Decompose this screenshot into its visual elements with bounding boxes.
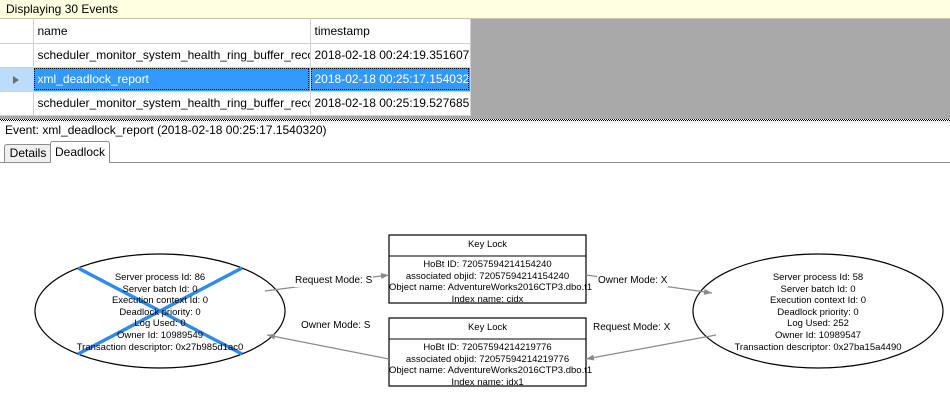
row-timestamp-cell[interactable]: 2018-02-18 00:25:19.5276859 bbox=[310, 91, 471, 116]
event-detail-title: Event: xml_deadlock_report (2018-02-18 0… bbox=[5, 123, 327, 137]
table-row[interactable]: scheduler_monitor_system_health_ring_buf… bbox=[0, 43, 471, 68]
deadlock-graph-canvas[interactable]: Server process Id: 86 Server batch Id: 0… bbox=[0, 162, 950, 400]
resource-node-keylock-cidx bbox=[388, 234, 587, 304]
status-banner: Displaying 30 Events bbox=[0, 0, 950, 19]
edge-label-owner-s: Owner Mode: S bbox=[300, 320, 372, 332]
status-banner-text: Displaying 30 Events bbox=[6, 2, 119, 16]
deadlock-diagram bbox=[34, 234, 944, 387]
resource-node-keylock-idx1 bbox=[388, 317, 587, 387]
edge-label-request-x: Request Mode: X bbox=[592, 322, 672, 334]
edge-label-request-s: Request Mode: S bbox=[294, 275, 374, 287]
resource-keylock-idx1-title: Key Lock bbox=[467, 322, 508, 333]
grid-header-timestamp[interactable]: timestamp bbox=[310, 19, 471, 44]
row-selector[interactable] bbox=[0, 91, 34, 116]
events-grid-region: name timestamp scheduler_monitor_system_… bbox=[0, 19, 950, 119]
victim-cross-line-2 bbox=[77, 266, 243, 356]
row-selector[interactable] bbox=[0, 67, 34, 92]
table-row-selected[interactable]: xml_deadlock_report 2018-02-18 00:25:17.… bbox=[0, 67, 471, 92]
grid-header-name[interactable]: name bbox=[33, 19, 311, 44]
events-grid[interactable]: name timestamp scheduler_monitor_system_… bbox=[0, 19, 471, 116]
edge-request-x-line bbox=[585, 334, 717, 361]
edge-label-owner-x: Owner Mode: X bbox=[597, 275, 669, 287]
row-name-cell[interactable]: scheduler_monitor_system_health_ring_buf… bbox=[33, 91, 311, 116]
process-node-survivor bbox=[692, 253, 944, 369]
resource-keylock-cidx-title: Key Lock bbox=[467, 239, 508, 250]
row-timestamp-cell[interactable]: 2018-02-18 00:25:17.1540320 bbox=[310, 67, 471, 92]
detail-tabstrip: Details Deadlock bbox=[0, 141, 950, 163]
row-selector[interactable] bbox=[0, 43, 34, 68]
tab-details[interactable]: Details bbox=[4, 144, 52, 163]
table-row[interactable]: scheduler_monitor_system_health_ring_buf… bbox=[0, 91, 471, 116]
row-name-cell[interactable]: scheduler_monitor_system_health_ring_buf… bbox=[33, 43, 311, 68]
row-name-cell[interactable]: xml_deadlock_report bbox=[33, 67, 311, 92]
tab-deadlock[interactable]: Deadlock bbox=[50, 141, 110, 163]
row-pointer-icon bbox=[13, 75, 20, 84]
horizontal-splitter[interactable] bbox=[0, 119, 950, 123]
edge-owner-s-line bbox=[266, 333, 390, 360]
grid-header-row: name timestamp bbox=[0, 19, 471, 44]
row-timestamp-cell[interactable]: 2018-02-18 00:24:19.3516078 bbox=[310, 43, 471, 68]
grid-header-selector bbox=[0, 19, 34, 44]
